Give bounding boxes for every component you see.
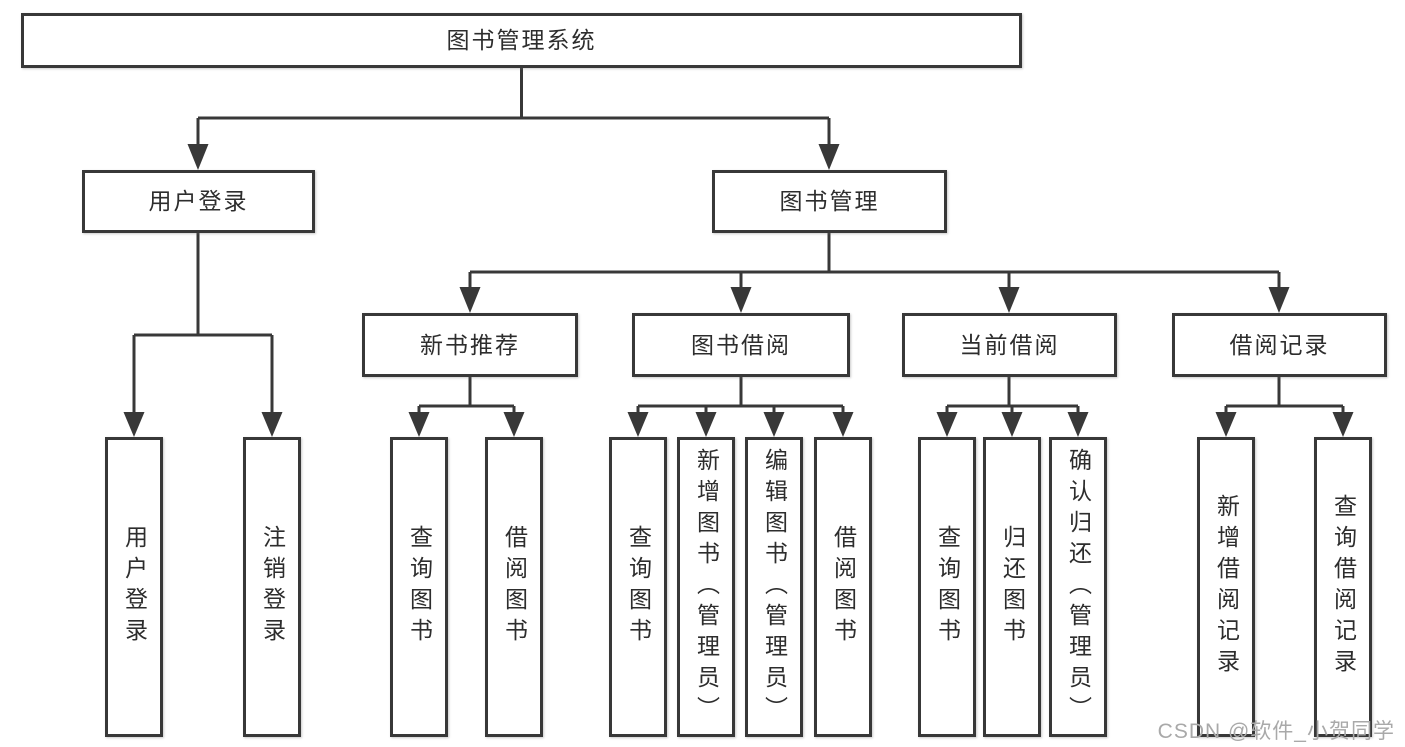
leaf-query-books-current: 查询图书 xyxy=(918,437,976,737)
leaf-add-borrow-record: 新增借阅记录 xyxy=(1197,437,1255,737)
leaf-logout-label: 注销登录 xyxy=(259,525,286,649)
leaf-return-books: 归还图书 xyxy=(983,437,1041,737)
node-book-borrowing: 图书借阅 xyxy=(632,313,850,377)
leaf-query-borrow-record-label: 查询借阅记录 xyxy=(1330,494,1357,680)
leaf-query-books-current-label: 查询图书 xyxy=(934,525,961,649)
leaf-add-book-admin: 新增图书（管理员） xyxy=(677,437,735,737)
leaf-edit-book-admin: 编辑图书（管理员） xyxy=(745,437,803,737)
node-new-book-recommend: 新书推荐 xyxy=(362,313,578,377)
node-root-label: 图书管理系统 xyxy=(446,27,597,53)
leaf-query-borrow-record: 查询借阅记录 xyxy=(1314,437,1372,737)
leaf-query-books-recommend: 查询图书 xyxy=(390,437,448,737)
leaf-user-login-label: 用户登录 xyxy=(121,525,148,649)
node-root: 图书管理系统 xyxy=(21,13,1022,68)
leaf-confirm-return-admin: 确认归还（管理员） xyxy=(1049,437,1107,737)
arrowhead-icons xyxy=(123,144,1354,437)
leaf-query-books-borrowing-label: 查询图书 xyxy=(625,525,652,649)
leaf-return-books-label: 归还图书 xyxy=(999,525,1026,649)
leaf-borrow-books: 借阅图书 xyxy=(814,437,872,737)
leaf-add-borrow-record-label: 新增借阅记录 xyxy=(1213,494,1240,680)
leaf-query-books-recommend-label: 查询图书 xyxy=(406,525,433,649)
leaf-borrow-books-recommend: 借阅图书 xyxy=(485,437,543,737)
node-borrowing-records-label: 借阅记录 xyxy=(1229,331,1330,358)
node-user-login: 用户登录 xyxy=(82,170,315,233)
node-borrowing-records: 借阅记录 xyxy=(1172,313,1387,377)
leaf-user-login: 用户登录 xyxy=(105,437,163,737)
node-book-management-label: 图书管理 xyxy=(779,188,880,214)
watermark: CSDN @软件_小贺同学 xyxy=(1157,720,1395,743)
leaf-borrow-books-label: 借阅图书 xyxy=(830,525,857,649)
node-user-login-label: 用户登录 xyxy=(148,188,249,214)
node-book-management: 图书管理 xyxy=(712,170,947,233)
connector-paths xyxy=(132,68,1345,416)
leaf-borrow-books-recommend-label: 借阅图书 xyxy=(501,525,528,649)
leaf-confirm-return-admin-label: 确认归还（管理员） xyxy=(1065,447,1092,727)
leaf-edit-book-admin-label: 编辑图书（管理员） xyxy=(761,447,788,727)
node-book-borrowing-label: 图书借阅 xyxy=(691,331,791,358)
leaf-logout: 注销登录 xyxy=(243,437,301,737)
leaf-query-books-borrowing: 查询图书 xyxy=(609,437,667,737)
node-current-borrowing: 当前借阅 xyxy=(902,313,1117,377)
node-new-book-recommend-label: 新书推荐 xyxy=(420,331,520,358)
node-current-borrowing-label: 当前借阅 xyxy=(959,331,1060,358)
leaf-add-book-admin-label: 新增图书（管理员） xyxy=(693,447,720,727)
